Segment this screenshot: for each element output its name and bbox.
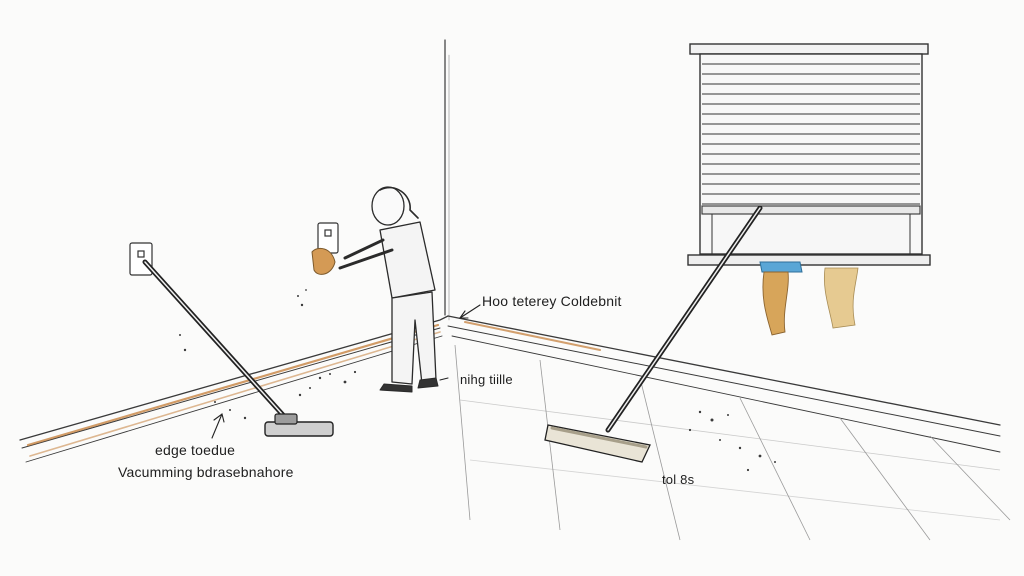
cleaning-person — [311, 186, 439, 393]
edge-label-line1: edge toedue — [155, 442, 236, 458]
dirt-specks — [179, 289, 776, 472]
floor-boards — [454, 344, 1011, 541]
edge-label-line2: Vacumming bdrasebnahore — [118, 464, 294, 480]
annotation-arrows — [211, 304, 481, 439]
room-walls — [19, 39, 1001, 463]
vacuum-cleaner — [142, 259, 334, 437]
wood-trim — [26, 321, 601, 457]
tools-label: tol 8s — [662, 472, 695, 487]
baseboard-label: Hoo teterey Coldebnit — [482, 293, 622, 309]
wall-outlets — [129, 222, 339, 276]
tile-label: nihg tiille — [460, 372, 513, 387]
cleaning-cloths — [759, 261, 859, 336]
dust-mop — [544, 205, 763, 463]
window-with-blinds — [687, 43, 931, 266]
